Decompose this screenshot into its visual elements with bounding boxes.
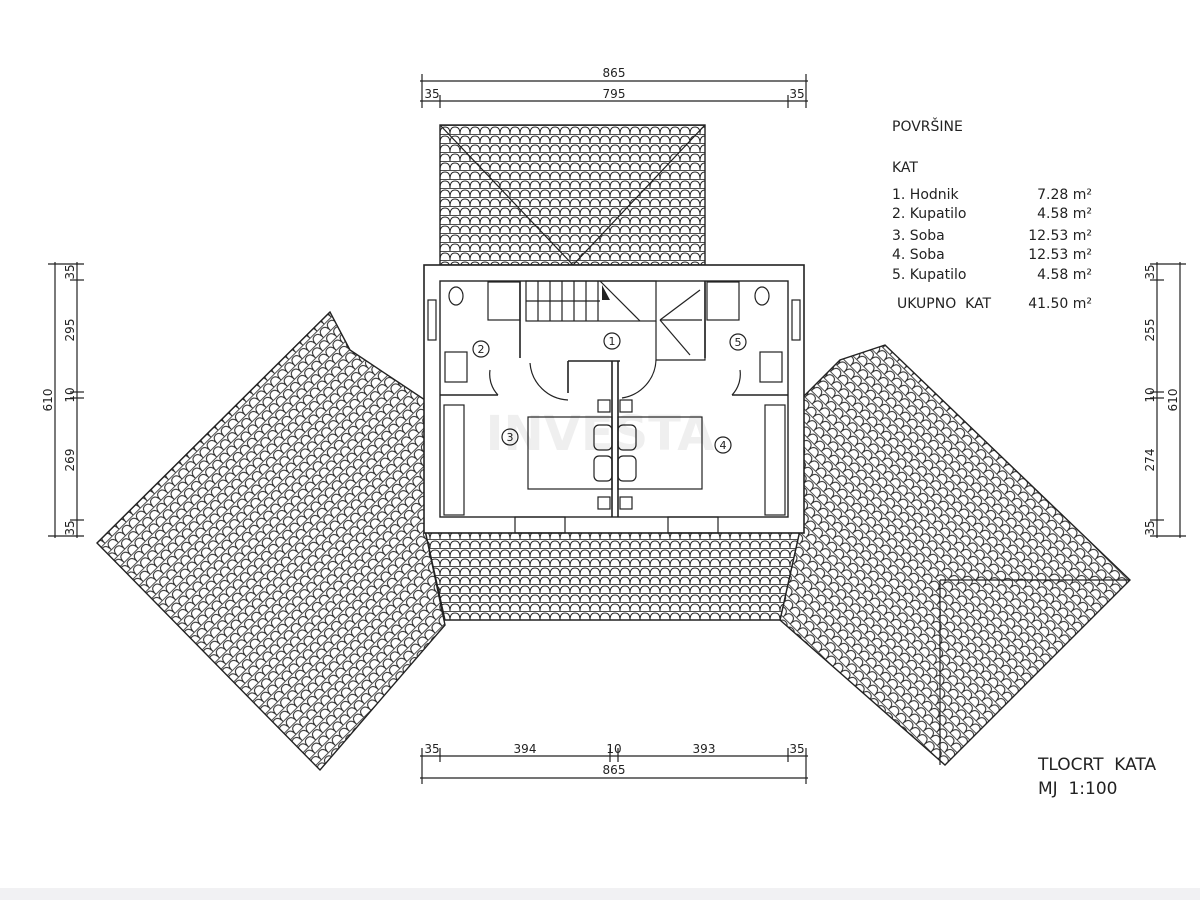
- dim-left-lower: 269: [63, 449, 77, 472]
- room-marker-5: 5: [735, 336, 742, 349]
- room-marker-3: 3: [507, 431, 514, 444]
- areas-total-value: 41.50 m²: [1028, 296, 1092, 312]
- roof-left-wing: [96, 310, 446, 772]
- dim-right-total: 610: [1166, 389, 1180, 412]
- dim-left-total: 610: [41, 389, 55, 412]
- areas-total-label: UKUPNO KAT: [897, 296, 992, 312]
- bottom-bar: [0, 888, 1200, 900]
- areas-table: POVRŠINE KAT 1. Hodnik 7.28 m² 2. Kupati…: [892, 117, 1092, 312]
- area-row-value: 4.58 m²: [1037, 267, 1092, 283]
- dim-bottom-wall: 10: [606, 742, 621, 756]
- room-markers: 1 2 3 4 5: [472, 332, 747, 454]
- dim-top-total: 865: [603, 66, 626, 80]
- dim-top-right-eave: 35: [789, 87, 804, 101]
- roof-top: [439, 124, 706, 266]
- room-marker-4: 4: [720, 439, 727, 452]
- dim-top-inner: 795: [603, 87, 626, 101]
- plan-scale: MJ 1:100: [1038, 779, 1117, 799]
- roof-bottom: [424, 529, 801, 621]
- area-row-value: 12.53 m²: [1028, 247, 1092, 263]
- house-outline: [423, 264, 805, 534]
- dim-left-upper: 295: [63, 319, 77, 342]
- dim-bottom-left-room: 394: [514, 742, 537, 756]
- dim-right-wall: 10: [1143, 387, 1157, 402]
- right-dimensions: 35 255 10 274 35 610: [1143, 262, 1186, 538]
- area-row-name: 3. Soba: [892, 228, 945, 244]
- top-dimensions: 865 795 35 35: [420, 66, 808, 108]
- area-row-value: 7.28 m²: [1037, 187, 1092, 203]
- areas-title: POVRŠINE: [892, 117, 963, 135]
- dim-bottom-total: 865: [603, 763, 626, 777]
- area-row-name: 4. Soba: [892, 247, 945, 263]
- areas-floor-label: KAT: [892, 160, 918, 176]
- dim-bottom-right-room: 393: [693, 742, 716, 756]
- dim-left-bottom-eave: 35: [63, 520, 77, 535]
- dim-right-upper: 255: [1143, 319, 1157, 342]
- dim-right-lower: 274: [1143, 449, 1157, 472]
- area-row-name: 5. Kupatilo: [892, 267, 966, 283]
- room-marker-2: 2: [478, 343, 485, 356]
- dim-right-bottom-eave: 35: [1143, 520, 1157, 535]
- bottom-dimensions: 35 394 10 393 35 865: [420, 742, 808, 784]
- area-row-name: 2. Kupatilo: [892, 206, 966, 222]
- dim-left-wall: 10: [63, 387, 77, 402]
- dim-right-top-eave: 35: [1143, 264, 1157, 279]
- area-row-value: 4.58 m²: [1037, 206, 1092, 222]
- area-row-value: 12.53 m²: [1028, 228, 1092, 244]
- room-marker-1: 1: [609, 335, 616, 348]
- dim-bottom-right-eave: 35: [789, 742, 804, 756]
- roof-right-wing: [779, 344, 1132, 766]
- left-dimensions: 610 35 295 10 269 35: [41, 262, 84, 538]
- plan-title: TLOCRT KATA: [1037, 755, 1156, 775]
- area-row-name: 1. Hodnik: [892, 187, 960, 203]
- dim-bottom-left-eave: 35: [424, 742, 439, 756]
- dim-top-left-eave: 35: [424, 87, 439, 101]
- watermark: INVESTA: [486, 406, 715, 462]
- dim-left-top-eave: 35: [63, 264, 77, 279]
